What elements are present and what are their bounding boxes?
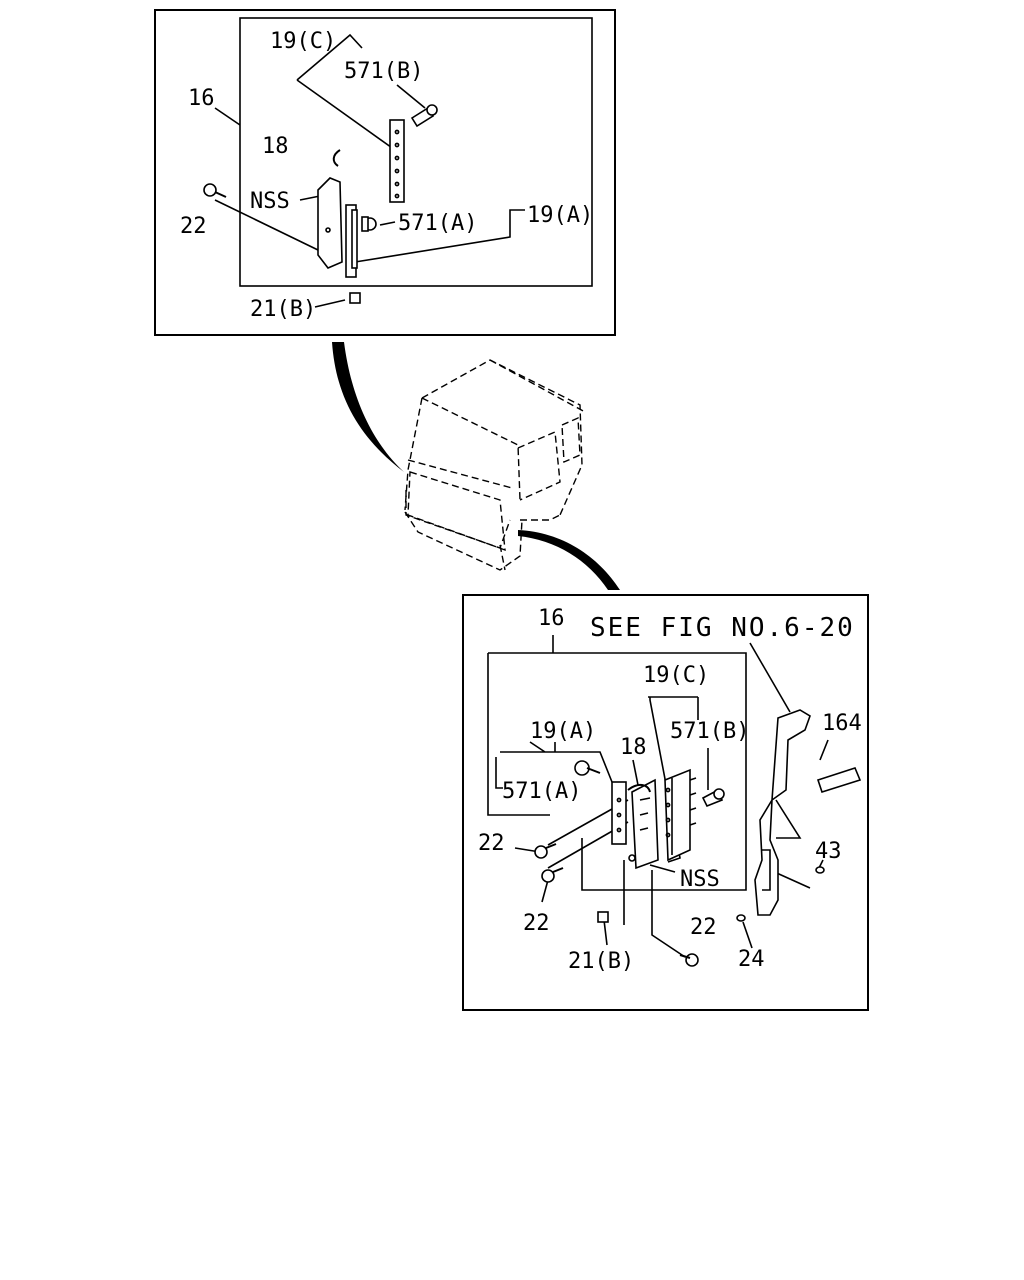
bolt-22-left bbox=[534, 843, 557, 859]
label-21b-bottom: 21(B) bbox=[568, 949, 634, 974]
label-19c-bottom: 19(C) bbox=[643, 663, 709, 688]
label-43: 43 bbox=[815, 839, 842, 864]
label-19a-bottom: 19(A) bbox=[530, 719, 596, 744]
label-16-bottom: 16 bbox=[538, 606, 565, 631]
truck-cab-illustration bbox=[404, 359, 586, 571]
leader-16-top bbox=[214, 107, 241, 126]
label-22-bottom: 22 bbox=[690, 915, 717, 940]
leader-19a-bottom bbox=[500, 741, 613, 783]
leader-18-bottom bbox=[632, 759, 639, 786]
bolt-22-top bbox=[203, 183, 227, 198]
label-22-left: 22 bbox=[478, 831, 505, 856]
leader-nss-bottom bbox=[649, 864, 676, 873]
bolt-22-bottom bbox=[679, 953, 699, 967]
label-571a-bottom: 571(A) bbox=[502, 779, 581, 804]
leader-22-left bbox=[514, 799, 629, 853]
plate-19a-top bbox=[345, 204, 358, 278]
reinforcement-19c-top bbox=[389, 119, 405, 203]
leader-24 bbox=[742, 921, 753, 949]
leader-571a-bottom bbox=[495, 757, 503, 789]
clip-571a-bottom bbox=[574, 760, 601, 776]
nut-nss-bottom bbox=[628, 854, 636, 862]
bracket-nss-top bbox=[317, 177, 343, 269]
label-16-top: 16 bbox=[188, 86, 215, 111]
leader-22-top bbox=[214, 199, 319, 251]
clip-18-bottom bbox=[627, 784, 651, 793]
plate-19a-bottom bbox=[611, 781, 627, 845]
bottom-outer-frame bbox=[462, 594, 869, 1011]
clip-21b-bottom bbox=[597, 911, 609, 923]
bracket-nss-bottom bbox=[631, 778, 659, 870]
bottom-detail-panel: 16 SEE FIG NO.6-20 19(C) 164 571(B) 19(A… bbox=[462, 594, 869, 1011]
leader-21b-bottom bbox=[603, 860, 625, 946]
pillar-trim-panel bbox=[754, 709, 811, 916]
label-24: 24 bbox=[738, 947, 765, 972]
label-19a-top: 19(A) bbox=[527, 203, 593, 228]
bottom-inner-frame-left bbox=[487, 653, 550, 816]
leader-22-lower-b bbox=[541, 879, 549, 903]
bolt-22-lower bbox=[541, 867, 564, 883]
leader-19a-top bbox=[354, 209, 525, 263]
label-18-top: 18 bbox=[262, 134, 289, 159]
leader-19c-top bbox=[296, 33, 396, 151]
top-detail-panel: 16 19(C) 571(B) 18 NSS 22 571(A) 19(A) 2… bbox=[154, 9, 616, 336]
connector-arc-bottom bbox=[518, 530, 620, 590]
strip-164 bbox=[816, 767, 862, 793]
clip-571a-top bbox=[361, 216, 377, 232]
bolt-571b-bottom bbox=[701, 788, 725, 808]
leader-21b-top bbox=[314, 299, 346, 308]
label-164: 164 bbox=[822, 711, 862, 736]
leader-571a-top bbox=[379, 221, 396, 226]
leader-pillar bbox=[775, 799, 802, 839]
label-19c-top: 19(C) bbox=[270, 29, 336, 54]
label-571a-top: 571(A) bbox=[398, 211, 477, 236]
label-22-lower: 22 bbox=[523, 911, 550, 936]
label-nss-top: NSS bbox=[250, 189, 290, 214]
pillar-trim-detail bbox=[762, 849, 771, 891]
reinforcement-19c-bottom bbox=[664, 768, 697, 862]
connector-arc-top bbox=[332, 342, 404, 472]
label-571b-bottom: 571(B) bbox=[670, 719, 749, 744]
plug-24 bbox=[736, 914, 746, 922]
clip-21b-top bbox=[349, 292, 361, 304]
label-22-top: 22 bbox=[180, 214, 207, 239]
bolt-571b-top bbox=[410, 104, 438, 128]
leader-22-bottom bbox=[651, 870, 686, 958]
label-18-bottom: 18 bbox=[620, 735, 647, 760]
top-outer-frame bbox=[154, 9, 616, 336]
top-inner-frame bbox=[239, 17, 593, 287]
bottom-inner-frame bbox=[488, 652, 747, 891]
label-nss-bottom: NSS bbox=[680, 867, 720, 892]
leader-571b-top bbox=[396, 84, 426, 109]
leader-19c-bottom bbox=[648, 696, 699, 863]
label-see-fig: SEE FIG NO.6-20 bbox=[590, 613, 855, 643]
clip-18-top bbox=[332, 149, 341, 167]
plug-43 bbox=[815, 866, 825, 874]
label-21b-top: 21(B) bbox=[250, 297, 316, 322]
leader-see-fig bbox=[749, 642, 791, 713]
leader-164 bbox=[819, 739, 829, 761]
label-571b-top: 571(B) bbox=[344, 59, 423, 84]
